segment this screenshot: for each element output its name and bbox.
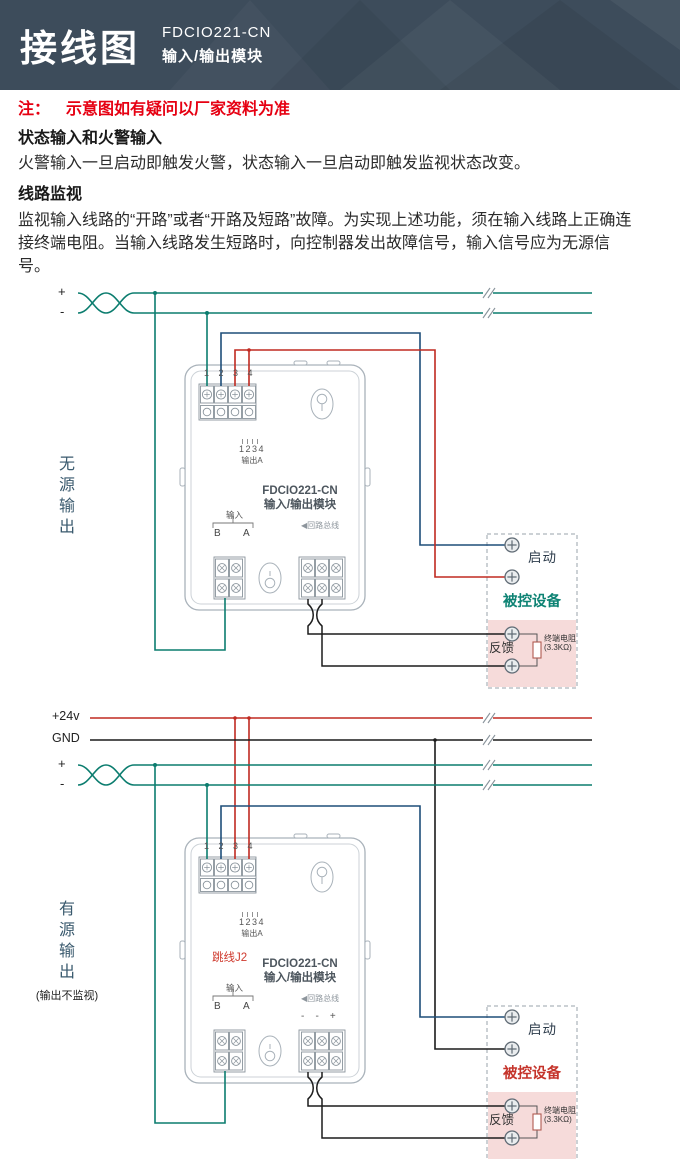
feedback-label-1: 反馈	[489, 641, 515, 655]
section-body-inputs: 火警输入一旦启动即触发火警，状态输入一旦启动即触发监视状态改变。	[18, 155, 531, 173]
bus-plus-label-2: +	[58, 756, 66, 771]
input-label-1: 输入	[226, 510, 244, 520]
product-model: FDCIO221-CN	[162, 24, 272, 41]
loop-bus-label-1: ◀回路总线	[301, 521, 340, 530]
start-wire-navy-active	[220, 805, 505, 1018]
warning-note-text: 示意图如有疑问以厂家资料为准	[66, 101, 291, 118]
controlled-device-label-2: 被控设备	[503, 1066, 561, 1082]
output-a-label-2: 输出A	[241, 929, 263, 938]
wiring-diagrams: + - 无源输出 1 2 3 4 1234 输出A FDCIO221-CN 输入…	[0, 275, 680, 1159]
side-label-passive-output: 无源输出	[56, 455, 73, 539]
start-label-2: 启动	[528, 1022, 557, 1037]
feedback-label-2: 反馈	[489, 1113, 515, 1127]
power-gnd-label: GND	[52, 731, 80, 745]
section-heading-monitoring: 线路监视	[18, 186, 83, 204]
bus-minus-label-2: -	[60, 776, 65, 791]
side-label-active-output: 有源输出	[56, 900, 73, 984]
warning-note-label: 注：	[18, 101, 51, 118]
output-a-label-1: 输出A	[241, 456, 263, 465]
bus-plus-label-1: +	[58, 284, 66, 299]
module-name-1: 输入/输出模块	[263, 499, 337, 511]
section-heading-inputs: 状态输入和火警输入	[18, 130, 163, 148]
header-subtitle-block: FDCIO221-CN 输入/输出模块	[162, 24, 271, 66]
module-model-1: FDCIO221-CN	[262, 485, 338, 497]
notes-section: 注： 示意图如有疑问以厂家资料为准 状态输入和火警输入 火警输入一旦启动即触发火警…	[18, 100, 662, 278]
section-body-monitoring: 监视输入线路的“开路”或者“开路及短路”故障。为实现上述功能，须在输入线路上正确…	[18, 211, 632, 275]
resistor-value-2: (3.3KΩ)	[544, 1115, 572, 1124]
warning-note: 注： 示意图如有疑问以厂家资料为准	[18, 100, 662, 119]
loop-bus-wires-passive	[77, 291, 592, 651]
bus-minus-label-1: -	[60, 304, 65, 319]
terminal-numbers-1: 1 2 3 4	[204, 368, 257, 378]
terminal-b-2: B	[214, 1001, 221, 1012]
start-label-1: 启动	[528, 550, 557, 565]
module-model-2: FDCIO221-CN	[262, 958, 338, 970]
controlled-device-label-1: 被控设备	[503, 594, 561, 610]
power-plus-label: +24v	[52, 709, 80, 723]
header-banner: 接线图 FDCIO221-CN 输入/输出模块	[0, 0, 680, 90]
controlled-device-terminals	[504, 537, 542, 674]
page-title: 接线图	[20, 28, 140, 69]
jumper-j2-label: 跳线J2	[212, 952, 248, 964]
io-module-drawing	[179, 360, 371, 611]
wiring-diagram-svg	[77, 286, 592, 1159]
module-name-2: 输入/输出模块	[263, 972, 337, 984]
output-polarity-label: - - +	[301, 1011, 336, 1022]
product-name: 输入/输出模块	[162, 48, 264, 65]
terminal-a-1: A	[243, 528, 250, 539]
feedback-wires-active	[307, 1072, 505, 1139]
loop-bus-wires-active	[77, 763, 592, 1124]
gnd-wires-active	[90, 738, 592, 1050]
resistor-value-1: (3.3KΩ)	[544, 643, 572, 652]
start-wire-navy-passive	[220, 332, 505, 546]
input-label-2: 输入	[226, 983, 244, 993]
loop-bus-label-2: ◀回路总线	[301, 994, 340, 1003]
resistor-name-1: 终端电阻	[544, 634, 576, 643]
power-wires-active	[90, 716, 592, 859]
controlled-device-box	[486, 533, 578, 689]
resistor-name-2: 终端电阻	[544, 1106, 576, 1115]
side-note-not-monitored: (输出不监视)	[35, 990, 99, 1002]
jumper-pins-1: 1234	[238, 444, 266, 454]
feedback-wires-passive	[307, 599, 505, 667]
start-wire-red-passive	[234, 348, 505, 578]
terminal-a-2: A	[243, 1001, 250, 1012]
header-pattern	[270, 0, 680, 90]
terminal-b-1: B	[214, 528, 221, 539]
jumper-pins-2: 1234	[238, 917, 266, 927]
terminal-numbers-2: 1 2 3 4	[204, 841, 257, 851]
